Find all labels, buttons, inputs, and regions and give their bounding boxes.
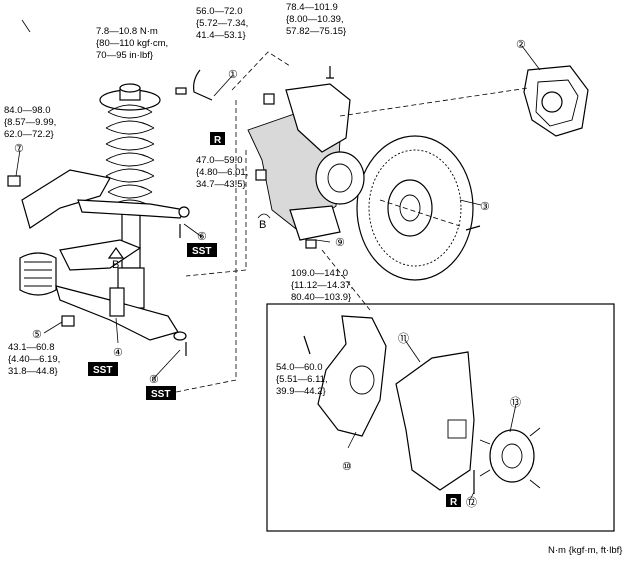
assembly-lines bbox=[175, 51, 529, 393]
svg-text:57.82—75.15}: 57.82—75.15} bbox=[286, 26, 346, 37]
torque-line: 80.40—103.9} bbox=[291, 292, 351, 303]
svg-text:{4.80—6.01,: {4.80—6.01, bbox=[196, 167, 248, 178]
marker-r-upper: R bbox=[210, 132, 225, 146]
svg-text:B: B bbox=[112, 259, 119, 271]
callout-11: ⑪ bbox=[398, 332, 409, 345]
lower-control-arm bbox=[19, 239, 187, 341]
torque-line: {8.57—9.99, bbox=[4, 117, 56, 128]
torque-line: 78.4—101.9 bbox=[286, 2, 338, 13]
detail-inset-box bbox=[266, 303, 615, 532]
svg-text:{4.40—6.19,: {4.40—6.19, bbox=[8, 354, 60, 365]
svg-text:31.8—44.8}: 31.8—44.8} bbox=[8, 366, 58, 377]
svg-text:SST: SST bbox=[93, 365, 112, 376]
torque-line: {80—110 kgf·cm, bbox=[96, 38, 168, 49]
torque-line: 41.4—53.1} bbox=[196, 30, 246, 41]
svg-text:109.0—141.0: 109.0—141.0 bbox=[291, 268, 348, 279]
torque-line: 7.8—10.8 N·m bbox=[96, 26, 158, 37]
svg-text:34.7—43.5}: 34.7—43.5} bbox=[196, 179, 246, 190]
torque-spec-7: 43.1—60.8 {4.40—6.19, 31.8—44.8} bbox=[8, 342, 60, 377]
sst-label-6: SST bbox=[187, 243, 217, 257]
svg-text:84.0—98.0: 84.0—98.0 bbox=[4, 105, 50, 116]
svg-text:R: R bbox=[450, 497, 458, 508]
svg-text:70—95 in·lbf}: 70—95 in·lbf} bbox=[96, 50, 153, 61]
torque-spec-1: 7.8—10.8 N·m {80—110 kgf·cm, 70—95 in·lb… bbox=[96, 26, 168, 61]
torque-spec-5: 47.0—59.0 {4.80—6.01, 34.7—43.5} bbox=[196, 155, 248, 190]
torque-line: {11.12—14.37, bbox=[291, 280, 353, 291]
callout-9: ⑨ bbox=[335, 237, 345, 249]
sst-label-4: SST bbox=[88, 362, 118, 376]
inset-knuckle bbox=[303, 315, 387, 437]
torque-line: {5.72—7.34, bbox=[196, 18, 248, 29]
svg-text:43.1—60.8: 43.1—60.8 bbox=[8, 342, 54, 353]
callout-3: ③ bbox=[480, 201, 490, 213]
strut-assembly bbox=[99, 83, 161, 309]
brake-disc bbox=[356, 135, 474, 281]
torque-line: 109.0—141.0 bbox=[291, 268, 348, 279]
torque-spec-3: 78.4—101.9 {8.00—10.39, 57.82—75.15} bbox=[286, 2, 346, 37]
inset-dust-cover bbox=[395, 351, 475, 491]
svg-text:80.40—103.9}: 80.40—103.9} bbox=[291, 292, 351, 303]
svg-text:54.0—60.0: 54.0—60.0 bbox=[276, 362, 322, 373]
callout-7: ⑦ bbox=[14, 143, 24, 155]
torque-spec-8: 54.0—60.0 {5.51—6.11, 39.9—44.2} bbox=[276, 362, 328, 397]
svg-text:41.4—53.1}: 41.4—53.1} bbox=[196, 30, 246, 41]
callout-5: ⑤ bbox=[32, 329, 42, 341]
torque-spec-2: 56.0—72.0 {5.72—7.34, 41.4—53.1} bbox=[196, 6, 248, 41]
leader-lines bbox=[15, 19, 541, 501]
torque-spec-4: 84.0—98.0 {8.57—9.99, 62.0—72.2} bbox=[4, 105, 56, 140]
torque-spec-6: 109.0—141.0 {11.12—14.37, 80.40—103.9} bbox=[291, 268, 353, 303]
marker-b-right: B bbox=[257, 213, 271, 231]
brake-caliper bbox=[523, 65, 589, 137]
bolts bbox=[7, 66, 481, 356]
svg-text:SST: SST bbox=[151, 389, 170, 400]
callout-1: ① bbox=[228, 69, 238, 81]
svg-text:{5.72—7.34,: {5.72—7.34, bbox=[196, 18, 248, 29]
marker-r-lower: R bbox=[446, 494, 461, 508]
callout-12: ⑫ bbox=[466, 496, 477, 509]
callout-8: ⑧ bbox=[149, 374, 159, 386]
torque-line: {4.80—6.01, bbox=[196, 167, 248, 178]
sst-label-8: SST bbox=[146, 386, 176, 400]
svg-text:{8.57—9.99,: {8.57—9.99, bbox=[4, 117, 56, 128]
svg-text:78.4—101.9: 78.4—101.9 bbox=[286, 2, 338, 13]
torque-line: 62.0—72.2} bbox=[4, 129, 54, 140]
torque-line: 43.1—60.8 bbox=[8, 342, 54, 353]
svg-text:39.9—44.2}: 39.9—44.2} bbox=[276, 386, 326, 397]
inset-hub bbox=[479, 427, 541, 489]
torque-line: 70—95 in·lbf} bbox=[96, 50, 153, 61]
torque-line: 39.9—44.2} bbox=[276, 386, 326, 397]
knuckle-assembly bbox=[247, 83, 365, 241]
upper-control-arm bbox=[21, 169, 190, 229]
svg-text:{11.12—14.37,: {11.12—14.37, bbox=[291, 280, 353, 291]
marker-b-left: B bbox=[107, 246, 125, 271]
callout-2: ② bbox=[516, 39, 526, 51]
torque-line: 57.82—75.15} bbox=[286, 26, 346, 37]
svg-text:{5.51—6.11,: {5.51—6.11, bbox=[276, 374, 328, 385]
svg-text:62.0—72.2}: 62.0—72.2} bbox=[4, 129, 54, 140]
torque-line: 56.0—72.0 bbox=[196, 6, 242, 17]
torque-line: {8.00—10.39, bbox=[286, 14, 344, 25]
callout-13: ⑬ bbox=[510, 396, 521, 409]
svg-text:{8.00—10.39,: {8.00—10.39, bbox=[286, 14, 344, 25]
svg-text:47.0—59.0: 47.0—59.0 bbox=[196, 155, 242, 166]
svg-text:R: R bbox=[214, 135, 222, 146]
torque-line: 54.0—60.0 bbox=[276, 362, 322, 373]
torque-line: {5.51—6.11, bbox=[276, 374, 328, 385]
callout-4: ④ bbox=[113, 347, 123, 359]
torque-line: 47.0—59.0 bbox=[196, 155, 242, 166]
torque-line: {4.40—6.19, bbox=[8, 354, 60, 365]
torque-line: 84.0—98.0 bbox=[4, 105, 50, 116]
svg-text:56.0—72.0: 56.0—72.0 bbox=[196, 6, 242, 17]
torque-line: 34.7—43.5} bbox=[196, 179, 246, 190]
svg-text:B: B bbox=[259, 219, 266, 231]
svg-text:{80—110 kgf·cm,: {80—110 kgf·cm, bbox=[96, 38, 168, 49]
svg-text:SST: SST bbox=[192, 246, 211, 257]
torque-line: 31.8—44.8} bbox=[8, 366, 58, 377]
callout-6: ⑥ bbox=[197, 231, 207, 243]
svg-text:7.8—10.8 N·m: 7.8—10.8 N·m bbox=[96, 26, 158, 37]
callout-10: ⑩ bbox=[342, 461, 352, 473]
units-note: N·m {kgf·m, ft·lbf} bbox=[548, 545, 622, 556]
